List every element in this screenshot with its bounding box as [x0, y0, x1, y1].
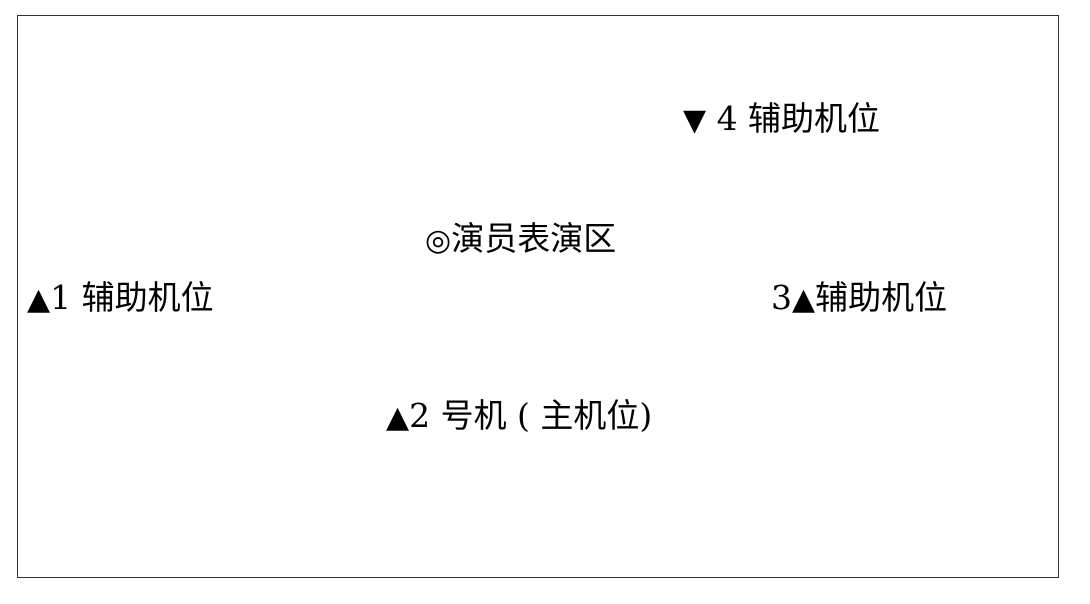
up-triangle-icon: ▲: [386, 400, 410, 435]
camera-4-text: 4 辅助机位: [706, 99, 881, 138]
camera-3-number: 3: [771, 278, 792, 317]
camera-1-label: ▲1 辅助机位: [27, 278, 214, 320]
camera-1-text: 1 辅助机位: [50, 278, 214, 317]
up-triangle-icon: ▲: [27, 282, 51, 317]
up-triangle-icon: ▲: [792, 282, 816, 317]
camera-2-text: 2 号机 ( 主机位): [409, 396, 653, 435]
down-triangle-icon: ▼: [683, 103, 707, 138]
camera-3-text: 辅助机位: [815, 278, 948, 317]
diagram-frame: [17, 15, 1059, 578]
performance-area-label: ◎演员表演区: [425, 219, 616, 261]
bullseye-icon: ◎: [425, 223, 452, 258]
performance-area-text: 演员表演区: [451, 219, 617, 258]
camera-2-label: ▲2 号机 ( 主机位): [386, 396, 652, 438]
camera-4-label: ▼ 4 辅助机位: [683, 99, 880, 141]
camera-3-label: 3▲辅助机位: [771, 278, 947, 320]
